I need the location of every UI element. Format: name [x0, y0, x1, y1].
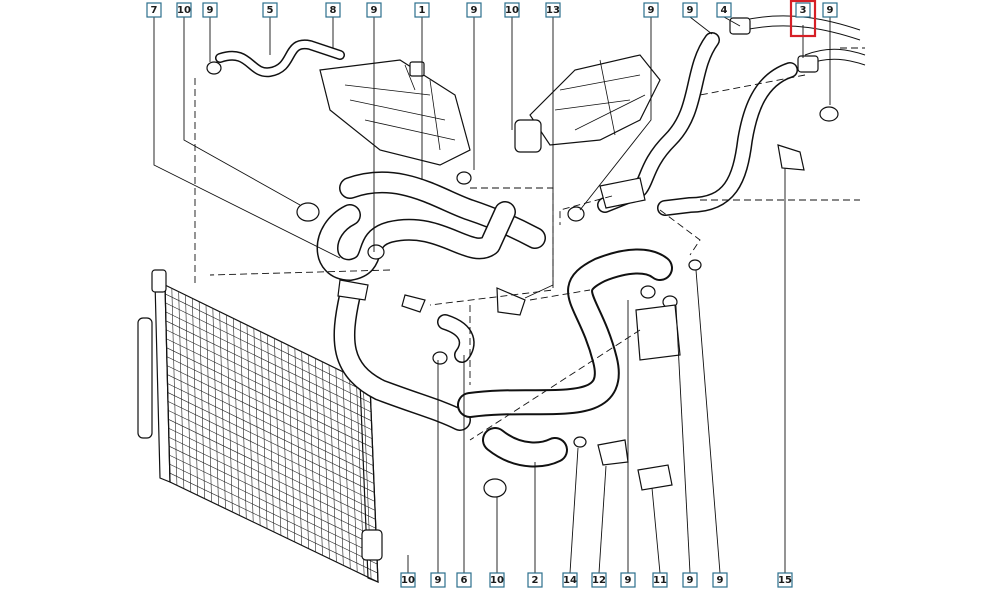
callout-bot-9b: 9	[620, 572, 636, 588]
callout-bot-9a: 9	[430, 572, 446, 588]
callout-bot-9c: 9	[682, 572, 698, 588]
callout-label: 9	[471, 5, 478, 16]
leader-lines	[153, 16, 831, 574]
callout-label: 9	[687, 575, 694, 586]
thermostat-housing	[514, 54, 661, 153]
callout-bot-11: 11	[652, 572, 668, 588]
callout-label: 10	[505, 5, 519, 16]
callout-label: 15	[778, 575, 792, 586]
callout-top-3: 3	[789, 0, 817, 38]
callout-label: 10	[401, 575, 415, 586]
callout-top-7: 7	[146, 2, 162, 18]
callout-label: 13	[546, 5, 560, 16]
callout-label: 2	[532, 575, 539, 586]
hose-clamps	[206, 61, 839, 498]
callout-bot-2: 2	[527, 572, 543, 588]
callout-top-8: 8	[325, 2, 341, 18]
callout-label: 3	[800, 5, 807, 16]
callout-top-9a: 9	[202, 2, 218, 18]
callout-top-9b: 9	[366, 2, 382, 18]
callout-top-10b: 10	[504, 2, 520, 18]
callout-label: 10	[490, 575, 504, 586]
callout-top-10a: 10	[176, 2, 192, 18]
hose-large-loop	[457, 248, 673, 418]
callout-bot-10b: 10	[489, 572, 505, 588]
callout-label: 9	[371, 5, 378, 16]
callout-label: 9	[648, 5, 655, 16]
callout-label: 9	[827, 5, 834, 16]
callout-label: 9	[625, 575, 632, 586]
callout-top-4: 4	[716, 2, 732, 18]
callout-bot-14: 14	[562, 572, 578, 588]
callout-bot-12: 12	[591, 572, 607, 588]
highlight-box	[789, 0, 817, 38]
callout-label: 8	[330, 5, 337, 16]
hose-top-right-lines	[729, 15, 866, 73]
hose-2	[482, 427, 568, 468]
callouts-top: 7 10 9 5 8 9 1 9 10 13 9 9 4 3 9	[146, 0, 838, 38]
callout-label: 9	[717, 575, 724, 586]
callout-label: 9	[207, 5, 214, 16]
callout-top-13: 13	[545, 2, 561, 18]
hose-1	[339, 171, 546, 249]
callout-top-9d: 9	[643, 2, 659, 18]
callout-bot-9d: 9	[712, 572, 728, 588]
callout-top-9f: 9	[822, 2, 838, 18]
hose-lower-left	[333, 284, 471, 431]
callout-top-9c: 9	[466, 2, 482, 18]
assembly-dash-lines	[194, 47, 865, 441]
callout-label: 10	[177, 5, 191, 16]
hose-5	[215, 39, 345, 78]
callout-top-9e: 9	[682, 2, 698, 18]
callout-bot-10a: 10	[400, 572, 416, 588]
callout-top-5: 5	[262, 2, 278, 18]
callout-label: 7	[151, 5, 158, 16]
callout-bot-6: 6	[456, 572, 472, 588]
hose-6	[437, 314, 475, 363]
callout-label: 14	[563, 575, 577, 586]
callouts-bottom: 10 9 6 10 2 14 12 9 11 9 9 15	[400, 572, 793, 588]
callout-bot-15: 15	[777, 572, 793, 588]
radiator	[137, 269, 383, 583]
callout-label: 5	[267, 5, 274, 16]
expansion-tank	[319, 59, 471, 166]
callout-top-1: 1	[414, 2, 430, 18]
callout-label: 1	[419, 5, 426, 16]
callout-label: 9	[687, 5, 694, 16]
hose-3	[657, 62, 798, 216]
callout-label: 6	[461, 575, 468, 586]
callout-label: 11	[653, 575, 667, 586]
callout-label: 4	[721, 5, 728, 16]
callout-label: 9	[435, 575, 442, 586]
callout-label: 12	[592, 575, 606, 586]
